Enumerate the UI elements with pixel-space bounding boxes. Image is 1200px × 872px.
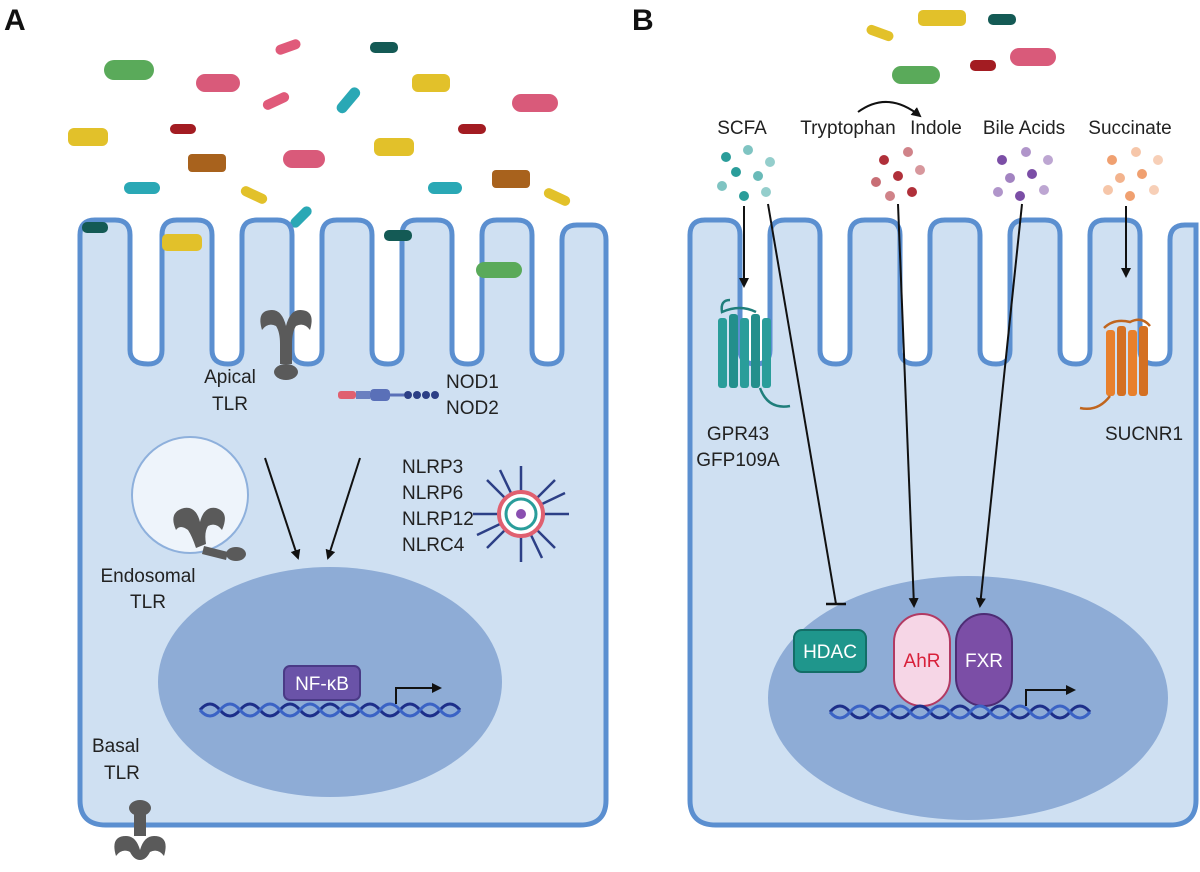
- bacterium-green: [892, 66, 940, 84]
- bacterium-pink-small: [262, 92, 290, 110]
- bacterium-darkteal: [370, 42, 398, 53]
- endosomal-tlr-icon: [173, 507, 246, 561]
- dna-helix-b: [828, 704, 1092, 720]
- bacterium-darkteal: [988, 14, 1016, 25]
- bacterium-teal: [290, 206, 312, 228]
- panel-b-letter: B: [632, 4, 654, 37]
- arrow-indole-to-ahr: [897, 203, 919, 608]
- nod1-label: NOD1: [446, 372, 499, 393]
- bacterium-yellow: [918, 10, 966, 26]
- arrow-bile-to-fxr: [975, 203, 1023, 608]
- gpr43-receptor-icon: [718, 298, 791, 408]
- bacteria-cluster-a: [68, 39, 571, 228]
- bacterium-brown: [492, 170, 530, 188]
- bacterium-darkred: [458, 124, 486, 134]
- bacterium-darkred: [970, 60, 996, 71]
- bile-acids-label: Bile Acids: [983, 118, 1065, 139]
- nlrp12-label: NLRP12: [402, 509, 474, 530]
- hdac-label: HDAC: [803, 642, 857, 663]
- apical-tlr-icon: [260, 310, 312, 380]
- ahr-label: AhR: [904, 651, 941, 672]
- bacterium-green: [476, 262, 522, 278]
- basal-tlr-label-2: TLR: [104, 763, 140, 784]
- gfp109a-label: GFP109A: [696, 450, 780, 471]
- endosome: [131, 436, 249, 554]
- bacterium-pink: [283, 150, 325, 168]
- inflammasome-icon: [473, 466, 569, 562]
- scfa-label: SCFA: [717, 118, 767, 139]
- bile-acid-dots: [993, 147, 1053, 201]
- fxr-label: FXR: [965, 651, 1003, 672]
- transcription-arrow-a: [395, 683, 442, 704]
- inhibition-scfa-to-hdac: [767, 203, 837, 605]
- basal-tlr-icon: [114, 800, 166, 860]
- bacterium-teal: [124, 182, 160, 194]
- bacterium-pink-small: [275, 39, 301, 55]
- hdac-box: [793, 629, 867, 673]
- bacterium-yellow: [374, 138, 414, 156]
- dna-helix-a: [198, 702, 462, 718]
- bacterium-darkred: [170, 124, 196, 134]
- bacterium-pink: [1010, 48, 1056, 66]
- tryptophan-to-indole-arrow: [857, 100, 922, 118]
- endosomal-tlr-label-1: Endosomal: [100, 566, 195, 587]
- nod-protein-icon: [338, 389, 439, 401]
- arrow-nod-to-nucleus: [325, 457, 361, 560]
- nlrp6-label: NLRP6: [402, 483, 463, 504]
- gpr43-label: GPR43: [707, 424, 769, 445]
- sucnr1-label: SUCNR1: [1105, 424, 1183, 445]
- bacterium-yellow: [412, 74, 450, 92]
- transcription-arrow-b: [1025, 685, 1076, 706]
- bacterium-green: [104, 60, 154, 80]
- arrow-tlr-to-nucleus: [264, 457, 301, 560]
- nfkb-box: [283, 665, 361, 701]
- nlrp3-label: NLRP3: [402, 457, 463, 478]
- bacterium-yellow-small: [240, 186, 268, 204]
- bacterium-pink: [512, 94, 558, 112]
- nfkb-label: NF-κB: [295, 674, 349, 695]
- succinate-dots: [1103, 147, 1163, 201]
- nlrc4-label: NLRC4: [402, 535, 465, 556]
- bacterium-teal: [428, 182, 462, 194]
- bacterium-brown: [188, 154, 226, 172]
- bacteria-cluster-b: [866, 10, 1056, 84]
- bacterium-teal: [336, 87, 361, 114]
- panel-a-letter: A: [4, 4, 26, 37]
- scfa-dots: [717, 145, 775, 201]
- panel-b: B SCFA Tryptophan Indole Bile Acids Succ…: [632, 4, 1199, 828]
- bacterium-pink: [196, 74, 240, 92]
- bacterium-yellow: [68, 128, 108, 146]
- apical-tlr-label-2: TLR: [212, 394, 248, 415]
- succinate-label: Succinate: [1088, 118, 1171, 139]
- bacterium-yellow: [162, 234, 202, 251]
- tryptophan-label: Tryptophan: [800, 118, 895, 139]
- nod2-label: NOD2: [446, 398, 499, 419]
- bacterium-yellow-small: [866, 24, 894, 42]
- endosomal-tlr-label-2: TLR: [130, 592, 166, 613]
- indole-dots: [871, 147, 925, 201]
- indole-label: Indole: [910, 118, 962, 139]
- apical-tlr-label-1: Apical: [204, 367, 256, 388]
- sucnr1-receptor-icon: [1079, 318, 1151, 410]
- basal-tlr-label-1: Basal: [92, 736, 140, 757]
- bacterium-darkteal: [82, 222, 108, 233]
- bacterium-yellow-small: [543, 188, 571, 206]
- bacterium-darkteal: [384, 230, 412, 241]
- panel-a: A: [4, 4, 609, 860]
